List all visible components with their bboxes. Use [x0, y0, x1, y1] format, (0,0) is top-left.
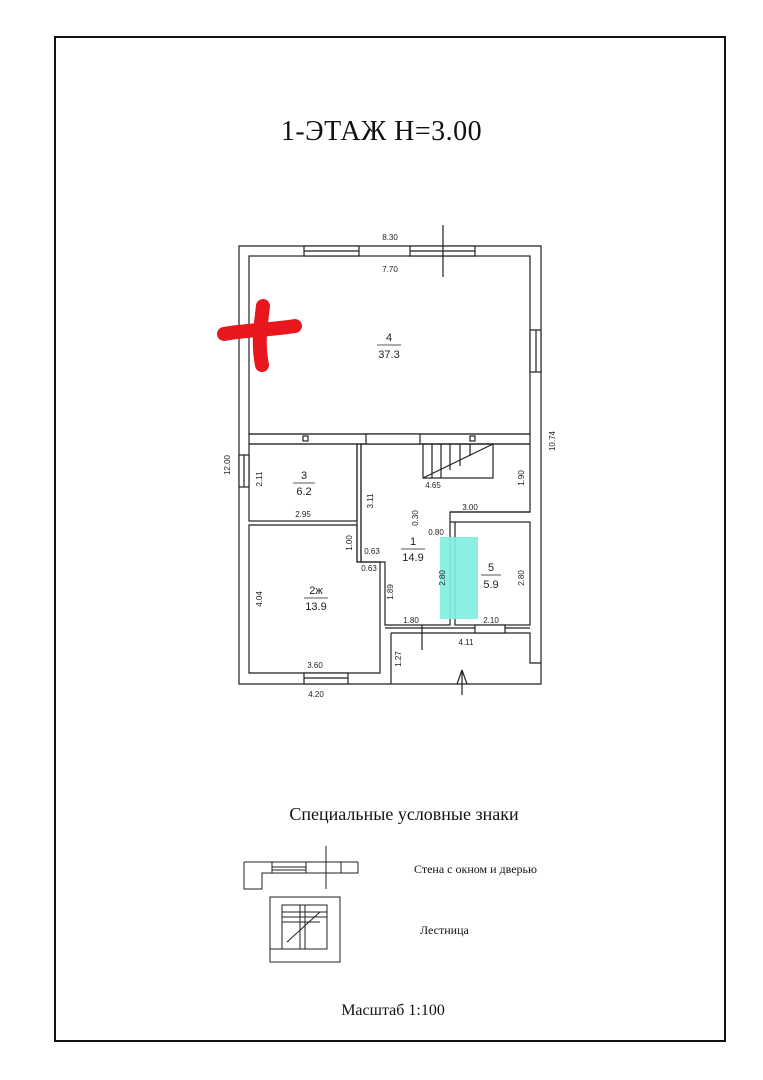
room-area: 6.2: [296, 486, 311, 498]
dim-outer-top: 8.30: [382, 233, 398, 242]
dim-room5-right: 2.80: [517, 570, 526, 586]
dim-hall-side: 1.89: [386, 584, 395, 600]
room-number: 4: [386, 332, 392, 344]
dim-gap-063b: 0.63: [361, 564, 377, 573]
door-opening: [365, 433, 421, 445]
dim-room3-width: 2.95: [295, 510, 311, 519]
window-symbol: [529, 329, 542, 373]
room-number: 2ж: [309, 585, 323, 597]
vent-symbol: [302, 435, 309, 442]
porch-outline: [391, 632, 541, 664]
room-label: 4 37.3: [377, 332, 401, 361]
stair-symbol: [422, 443, 494, 479]
dim-left-total: 12.00: [223, 454, 232, 475]
dim-stair-height: 1.90: [517, 470, 526, 486]
room-1-outline: [360, 443, 531, 626]
room-2-outline: [248, 524, 381, 674]
dim-room3-height: 2.11: [255, 471, 264, 487]
dim-gap-030: 0.30: [411, 510, 420, 526]
dim-gap-063a: 0.63: [364, 547, 380, 556]
room-label: 2ж 13.9: [304, 585, 328, 613]
dim-room2-height: 4.04: [255, 591, 264, 607]
dim-right-total: 10.74: [548, 430, 557, 451]
page-title: 1-ЭТАЖ H=3.00: [280, 116, 483, 147]
dim-room5-bottom: 2.10: [483, 616, 499, 625]
window-symbol: [409, 225, 476, 277]
window-symbol: [303, 672, 349, 685]
room-area: 37.3: [378, 349, 399, 361]
room-label: 5 5.9: [481, 562, 501, 591]
drawing-frame: [54, 36, 726, 1042]
dim-room2-width: 3.60: [307, 661, 323, 670]
window-symbol: [238, 454, 250, 488]
dim-hall-wall: 3.11: [366, 493, 375, 509]
dim-gap-100: 1.00: [345, 535, 354, 551]
dim-room5-left: 2.80: [438, 570, 447, 586]
dim-porch-height: 1.27: [394, 651, 403, 667]
dim-hall-bottom: 1.80: [403, 616, 419, 625]
dim-porch-width: 4.11: [459, 638, 475, 647]
room-number: 1: [410, 536, 416, 548]
red-cross-marker: [217, 299, 302, 372]
scale-label: Масштаб 1:100: [341, 1002, 445, 1019]
entrance-arrow: [456, 669, 468, 695]
room-area: 5.9: [483, 579, 498, 591]
legend-stair-symbol: [269, 896, 341, 963]
dim-stair-width: 4.65: [425, 481, 441, 490]
legend-title: Специальные условные знаки: [289, 804, 519, 824]
legend-stair-label: Лестница: [420, 923, 469, 937]
dim-outer-bottom: 4.20: [308, 690, 324, 699]
legend-wall-label: Стена с окном и дверью: [414, 862, 537, 876]
vent-symbol: [469, 435, 476, 442]
room-number: 5: [488, 562, 494, 574]
window-symbol: [474, 624, 506, 634]
legend-wall-symbol: [243, 846, 359, 890]
dim-hall-width: 3.00: [462, 503, 478, 512]
room-label: 1 14.9: [401, 536, 425, 564]
room-number: 3: [301, 470, 307, 482]
room-label: 3 6.2: [293, 470, 315, 498]
window-symbol: [303, 245, 360, 257]
room-area: 14.9: [402, 552, 423, 564]
highlight-marker: [440, 537, 478, 619]
dim-gap-080: 0.80: [428, 528, 444, 537]
dim-inner-top: 7.70: [382, 265, 398, 274]
room-area: 13.9: [305, 601, 326, 613]
